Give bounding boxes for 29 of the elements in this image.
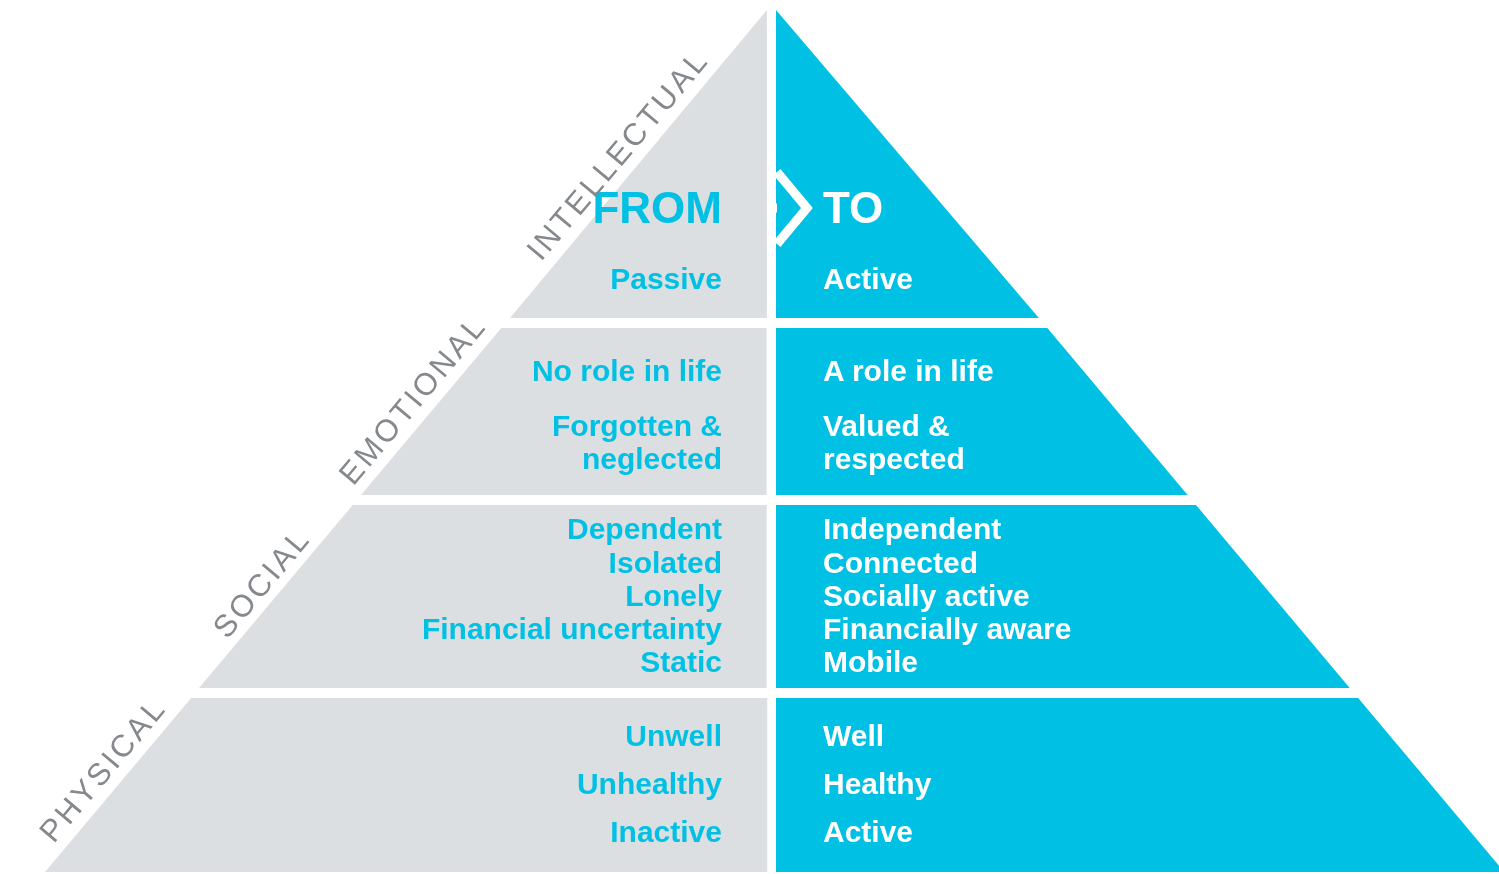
tier-text: Lonely bbox=[625, 578, 722, 612]
tier-text: Healthy bbox=[823, 766, 932, 800]
pyramid-tier-right bbox=[776, 10, 1039, 318]
tier-text: Well bbox=[823, 718, 885, 752]
tier-text: Dependent bbox=[566, 511, 722, 545]
pyramid-tier-left bbox=[199, 505, 767, 688]
pyramid-tier-right bbox=[776, 505, 1350, 688]
tier-text: Inactive bbox=[610, 814, 722, 848]
tier-text: Active bbox=[823, 814, 914, 848]
tier-text: Connected bbox=[823, 545, 978, 579]
tier-text: Isolated bbox=[608, 545, 722, 579]
tier-text: Active bbox=[823, 261, 914, 295]
tier-text: No role in life bbox=[531, 353, 722, 387]
tier-text: Valued & respected bbox=[823, 409, 966, 475]
tier-text: Passive bbox=[610, 261, 722, 295]
pyramid-tier-right bbox=[776, 698, 1499, 872]
tier-text: A role in life bbox=[823, 353, 994, 387]
tier-text: Mobile bbox=[823, 644, 918, 678]
pyramid-tier-left bbox=[510, 10, 767, 318]
tier-text: Static bbox=[640, 644, 722, 678]
tier-text: Independent bbox=[823, 511, 1002, 545]
tier-text: Financially aware bbox=[823, 611, 1072, 645]
tier-text: Financial uncertainty bbox=[421, 611, 722, 645]
pyramid-tier-right bbox=[776, 328, 1188, 495]
tier-text: Unhealthy bbox=[576, 766, 722, 800]
tier-text: Socially active bbox=[823, 578, 1030, 612]
column-heading: TO bbox=[823, 183, 884, 233]
tier-text: Unwell bbox=[625, 718, 722, 752]
tier-text: Forgotten & neglected bbox=[551, 409, 722, 475]
